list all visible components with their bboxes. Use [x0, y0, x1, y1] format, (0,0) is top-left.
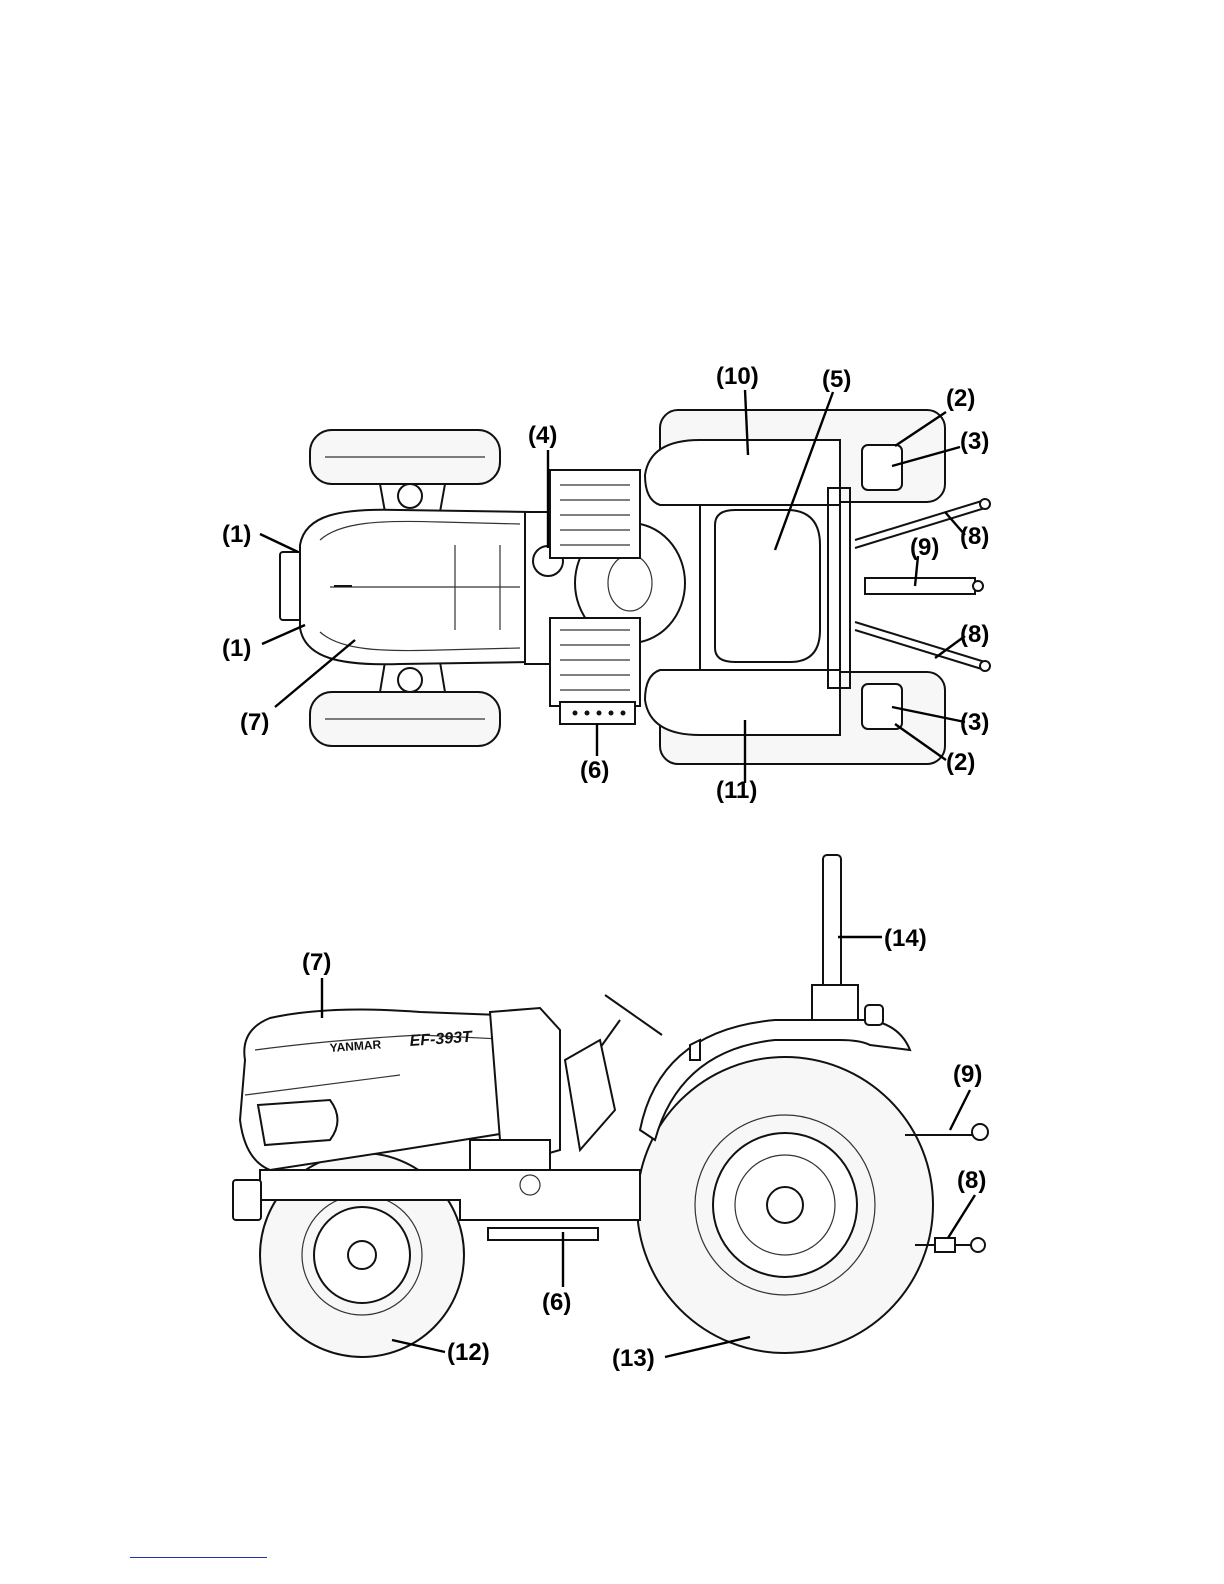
- callout-8-side: (8): [957, 1167, 986, 1194]
- callout-11: (11): [716, 777, 757, 804]
- callout-5: (5): [822, 366, 851, 393]
- side-step: [488, 1228, 598, 1240]
- callout-7-top: (7): [240, 709, 269, 736]
- side-front-bumper: [233, 1180, 261, 1220]
- callout-3-lower: (3): [960, 709, 989, 736]
- callout-6-top: (6): [580, 757, 609, 784]
- top-view-drawing: [280, 410, 990, 764]
- callout-8-lower: (8): [960, 621, 989, 648]
- callout-12: (12): [447, 1339, 490, 1366]
- callout-1-lower: (1): [222, 635, 251, 662]
- callout-4: (4): [528, 422, 557, 449]
- callout-2-upper: (2): [946, 385, 975, 412]
- top-top-link: [865, 578, 975, 594]
- callout-10: (10): [716, 363, 759, 390]
- top-rear-light-left: [862, 445, 902, 490]
- top-fender-right: [645, 670, 840, 735]
- callout-14: (14): [884, 925, 927, 952]
- callout-13: (13): [612, 1345, 655, 1372]
- callout-3-upper: (3): [960, 428, 989, 455]
- footnote-rule: [130, 1557, 267, 1558]
- callout-9-side: (9): [953, 1061, 982, 1088]
- callout-2-lower: (2): [946, 749, 975, 776]
- callout-6-side: (6): [542, 1289, 571, 1316]
- top-seat: [715, 510, 820, 662]
- side-view-drawing: YANMAR EF-393T: [233, 855, 988, 1357]
- callout-1-upper: (1): [222, 521, 251, 548]
- callout-7-side: (7): [302, 949, 331, 976]
- callout-8-upper: (8): [960, 523, 989, 550]
- top-rear-light-right: [862, 684, 902, 729]
- top-front-bumper: [280, 552, 302, 620]
- top-floor-right: [550, 618, 640, 706]
- callout-9-top: (9): [910, 534, 939, 561]
